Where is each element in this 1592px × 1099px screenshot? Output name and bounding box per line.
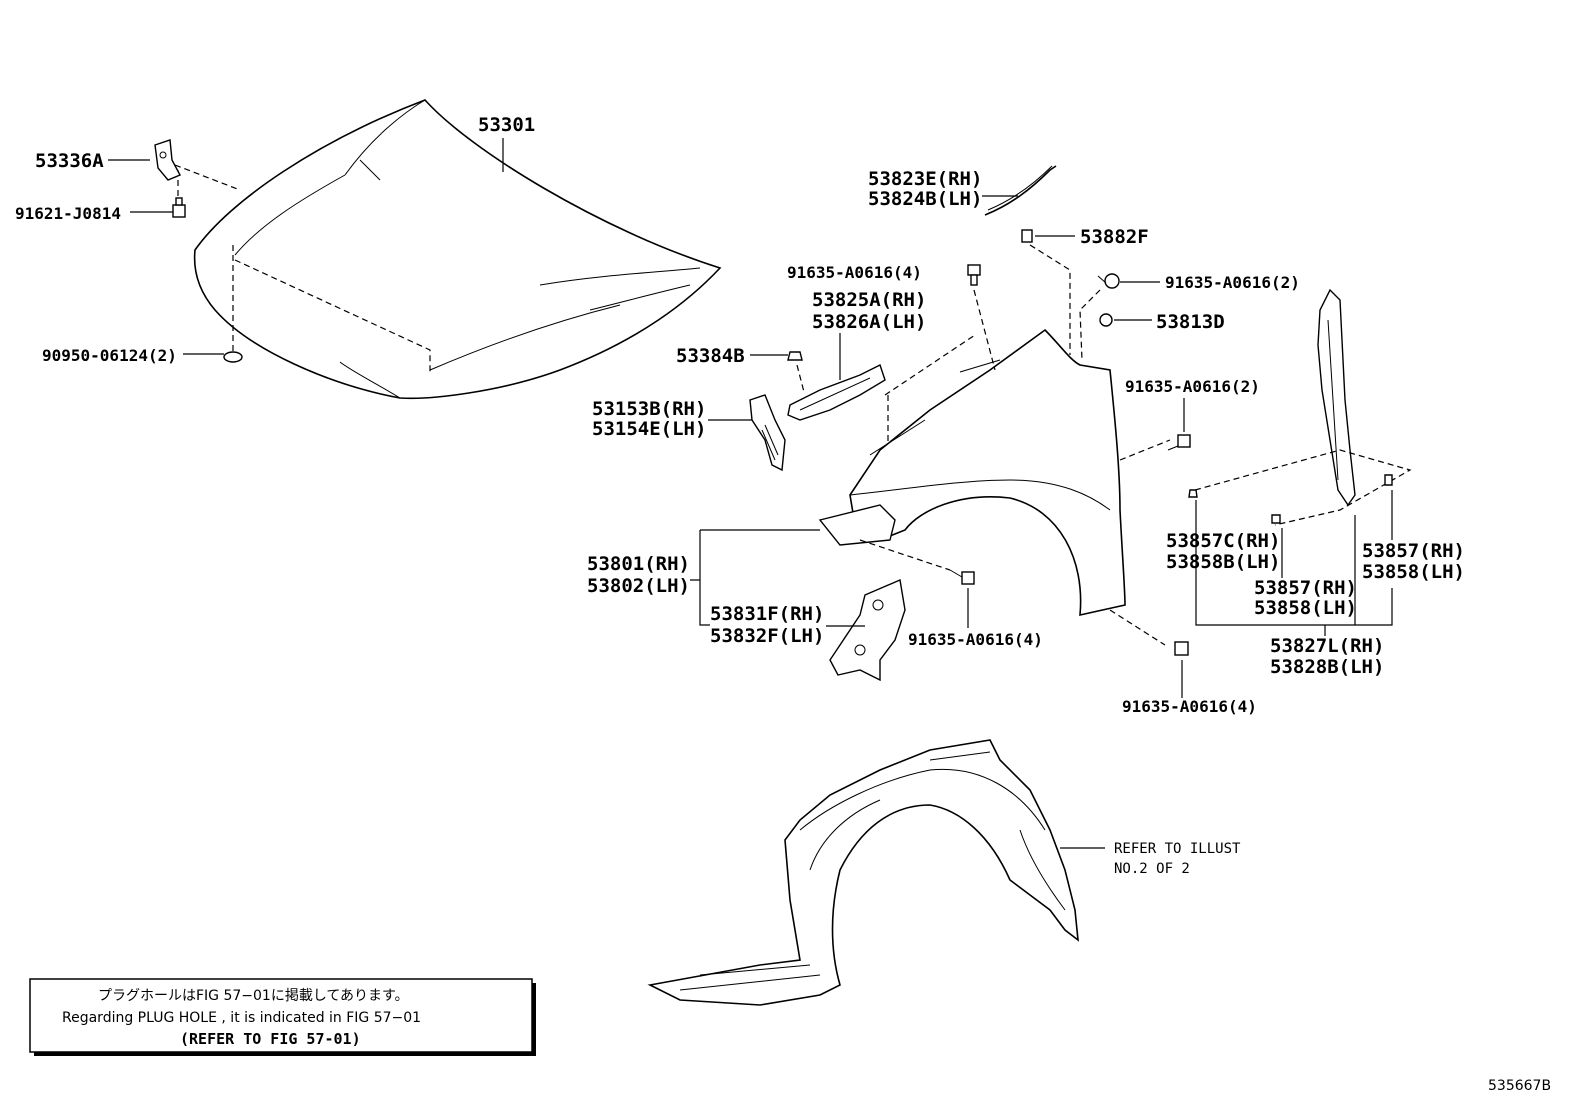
label-seal-lh: 53824B(LH) <box>868 188 982 210</box>
label-bolt-bottom: 91635-A0616(4) <box>1122 697 1257 716</box>
label-hood: 53301 <box>478 114 535 136</box>
leader-apron-clips <box>1195 490 1393 626</box>
label-support-lh: 53154E(LH) <box>592 418 706 440</box>
clip-53384b-dashline <box>796 364 805 393</box>
note-box: プラグホールはFIG 57−01に掲載してあります。 Regarding PLU… <box>29 978 536 1056</box>
label-clip-857-mid: 53857(RH) <box>1254 577 1357 599</box>
bolt-right-dashline <box>1079 289 1101 361</box>
bolt-top-part[interactable] <box>967 264 981 286</box>
label-fender-rh: 53801(RH) <box>587 553 690 575</box>
plug-part[interactable] <box>223 351 243 363</box>
refer-line-1: REFER TO ILLUST <box>1114 841 1241 857</box>
label-support-rh: 53153B(RH) <box>592 398 706 420</box>
hood-plug-dashline <box>234 259 431 372</box>
bolt-right-part[interactable] <box>1097 273 1120 289</box>
fender-part[interactable] <box>849 328 1126 617</box>
figure-id: 535667B <box>1488 1078 1551 1094</box>
label-bolt-mid: 91635-A0616(2) <box>1125 377 1260 396</box>
label-seal-rh: 53823E(RH) <box>868 168 982 190</box>
fender-lower-bracket-part[interactable] <box>829 579 906 682</box>
label-fender-bracket-rh: 53831F(RH) <box>710 603 824 625</box>
clip-857-mid-part[interactable] <box>1271 514 1281 524</box>
fender-lower-dashline <box>859 539 951 571</box>
label-clip-858-mid: 53858(LH) <box>1254 597 1357 619</box>
fender-dashline-2 <box>1119 439 1171 461</box>
label-bolt-right: 91635-A0616(2) <box>1165 273 1300 292</box>
label-clip-b-lh: 53858B(LH) <box>1166 551 1280 573</box>
bolt-top-dashline <box>973 289 996 371</box>
clip-dashline <box>1029 244 1071 355</box>
nut-53813d-part[interactable] <box>1099 313 1113 327</box>
fender-apron-seal-part[interactable] <box>1317 288 1356 507</box>
bolt-mid-part[interactable] <box>1167 434 1191 451</box>
leader-fender <box>690 529 820 626</box>
hood-hinge-part[interactable] <box>154 139 181 181</box>
apron-seal-dashline <box>1194 449 1412 526</box>
clip-857-right-part[interactable] <box>1384 474 1393 486</box>
refer-line-2: NO.2 OF 2 <box>1114 861 1190 877</box>
label-bracket-rh: 53825A(RH) <box>812 289 926 311</box>
bolt-bottom-part[interactable] <box>1174 641 1189 656</box>
label-clip-53384b: 53384B <box>676 345 745 367</box>
label-clip-857-right: 53857(RH) <box>1362 540 1465 562</box>
fender-seal-part[interactable] <box>984 165 1057 216</box>
label-plug: 90950-06124(2) <box>42 346 177 365</box>
fender-front-bracket-part[interactable] <box>818 504 896 546</box>
label-bracket-lh: 53826A(LH) <box>812 311 926 333</box>
label-seal-l-rh: 53827L(RH) <box>1270 635 1384 657</box>
label-hinge-bolt: 91621-J0814 <box>15 204 121 223</box>
label-fender-bracket-lh: 53832F(LH) <box>710 625 824 647</box>
clip-857c-part[interactable] <box>1188 489 1198 498</box>
label-bolt-low: 91635-A0616(4) <box>908 630 1043 649</box>
label-clip-858-right: 53858(LH) <box>1362 561 1465 583</box>
label-fender-lh: 53802(LH) <box>587 575 690 597</box>
clip-53882f-part[interactable] <box>1021 229 1033 243</box>
note-japanese: プラグホールはFIG 57−01に掲載してあります。 <box>98 988 409 1004</box>
label-nut: 53813D <box>1156 311 1225 333</box>
label-hood-hinge: 53336A <box>35 150 104 172</box>
fender-liner-part[interactable] <box>647 739 1079 1006</box>
note-english: Regarding PLUG HOLE , it is indicated in… <box>62 1010 421 1026</box>
hinge-dashline <box>174 164 241 191</box>
label-clip-53882f: 53882F <box>1080 226 1149 248</box>
support-part[interactable] <box>749 394 786 472</box>
hinge-bolt-part[interactable] <box>172 197 186 218</box>
clip-53384b-part[interactable] <box>787 351 803 361</box>
fender-bracket-upper-part[interactable] <box>787 364 886 421</box>
label-seal-b-lh: 53828B(LH) <box>1270 656 1384 678</box>
fender-bottom-dashline <box>1109 609 1166 646</box>
bracket-dashline <box>884 334 976 396</box>
label-bolt-top: 91635-A0616(4) <box>787 263 922 282</box>
label-clip-c-rh: 53857C(RH) <box>1166 530 1280 552</box>
note-refer: (REFER TO FIG 57-01) <box>180 1030 361 1048</box>
bolt-low-part[interactable] <box>949 569 975 585</box>
hood-part[interactable] <box>193 99 722 400</box>
